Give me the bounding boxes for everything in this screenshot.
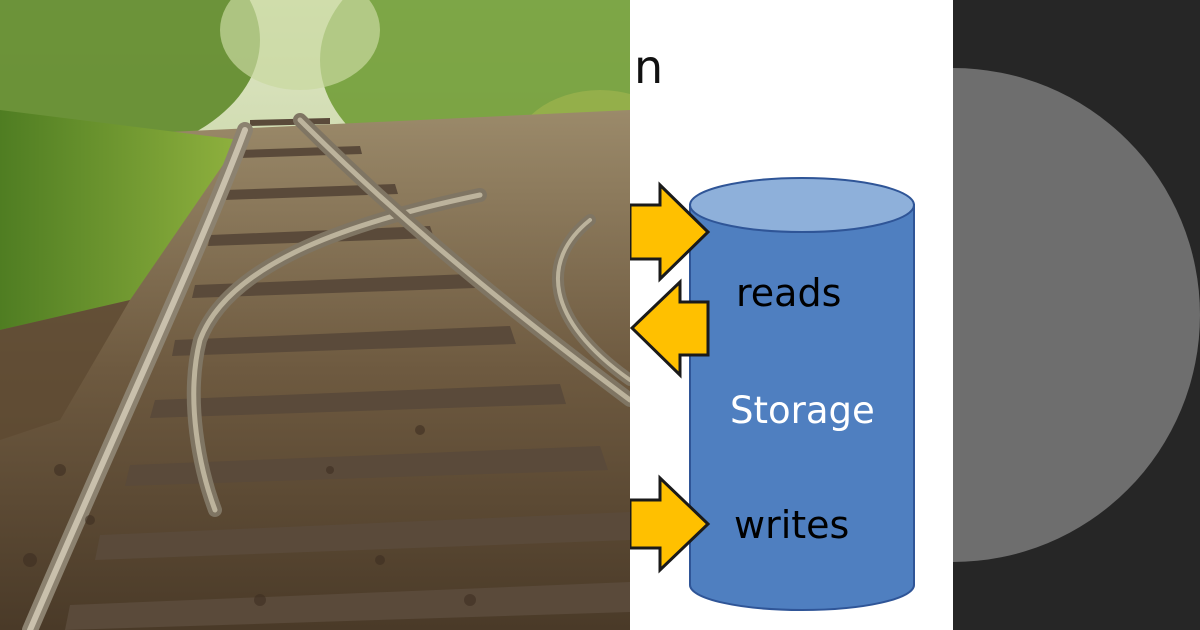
railroad-rails — [22, 113, 630, 630]
storage-label: Storage — [730, 389, 875, 432]
railroad-tracks-photo — [0, 0, 630, 630]
storage-diagram: n reads Storage writes — [630, 0, 953, 630]
storage-diagram-graphics — [630, 177, 915, 611]
storage-cylinder — [689, 177, 915, 611]
railroad-illustration — [0, 0, 630, 630]
writes-label: writes — [734, 503, 850, 547]
partial-heading-letter: n — [634, 40, 664, 94]
grey-disc — [953, 68, 1200, 562]
arrow-in-top — [630, 181, 711, 283]
grey-disc-panel — [953, 0, 1200, 630]
arrow-out-middle — [630, 278, 710, 379]
reads-label: reads — [736, 271, 842, 315]
railroad-sleepers — [65, 118, 630, 630]
grass-left — [0, 110, 240, 330]
grey-disc-graphic — [953, 0, 1200, 630]
cylinder-top — [689, 177, 915, 233]
arrow-in-bottom — [630, 474, 711, 574]
